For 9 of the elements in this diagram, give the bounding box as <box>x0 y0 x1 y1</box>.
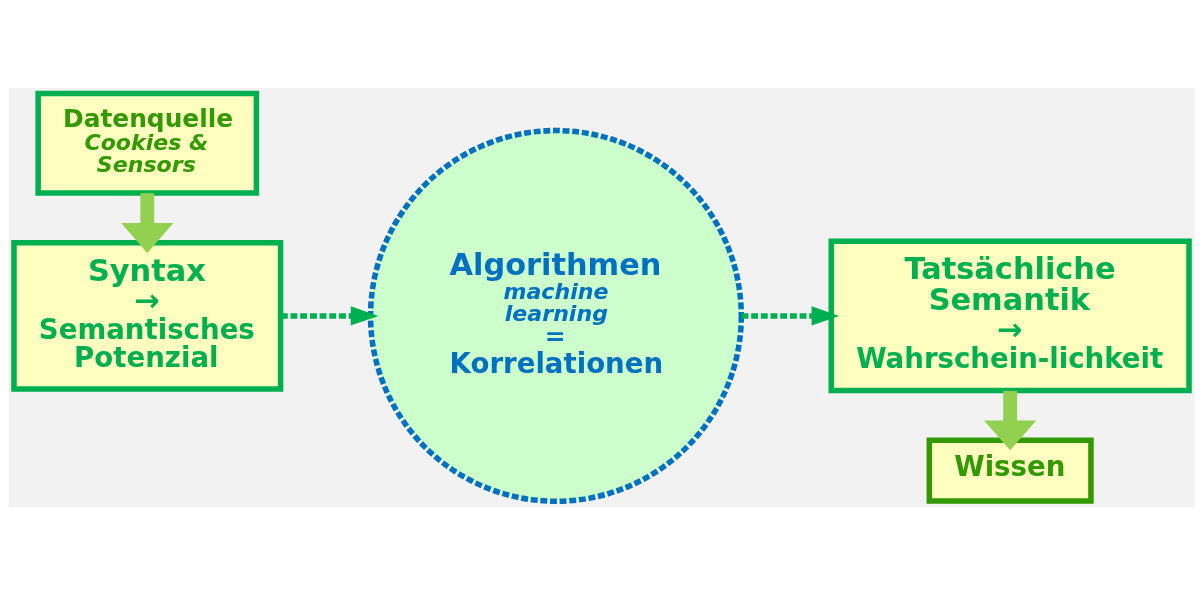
arrow <box>741 305 840 326</box>
arrow <box>984 390 1037 450</box>
arrow <box>121 192 174 253</box>
node-box: Datenquelle Cookies & Sensors <box>35 90 260 196</box>
node-box: Wissen <box>926 436 1094 504</box>
node-box: Tatsächliche Semantik → Wahrschein-lichkeit <box>828 238 1192 393</box>
node-circle: Algorithmen machine learning = Korrelationen <box>367 127 745 504</box>
arrow <box>281 305 379 326</box>
node-box: Syntax → Semantisches Potenzial <box>11 239 284 392</box>
